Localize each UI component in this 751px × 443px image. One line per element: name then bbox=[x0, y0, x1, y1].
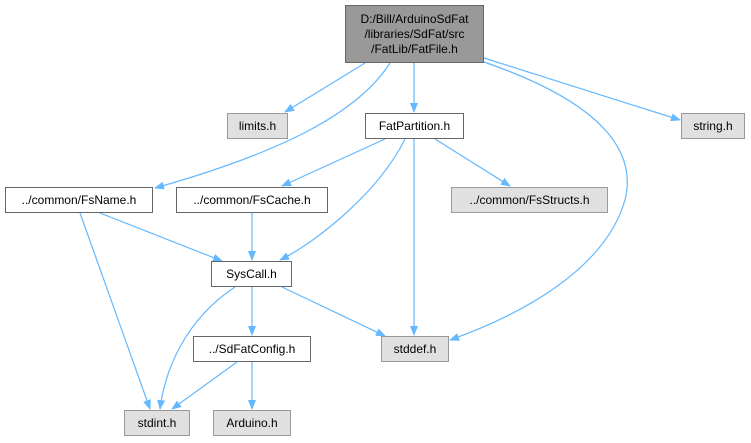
edge-root-stddef bbox=[449, 61, 628, 341]
edge-root-string bbox=[483, 57, 681, 122]
edge-fatpartition-fscache bbox=[281, 138, 386, 187]
edge-syscall-stdint bbox=[157, 286, 236, 410]
node-fatpartition-h[interactable]: FatPartition.h bbox=[365, 113, 464, 139]
edge-root-limits bbox=[284, 62, 366, 113]
node-fsname-h[interactable]: ../common/FsName.h bbox=[5, 187, 153, 213]
node-stddef-h[interactable]: stddef.h bbox=[381, 336, 449, 362]
edge-sdfatconfig-stdint bbox=[171, 361, 238, 410]
node-stdint-h[interactable]: stdint.h bbox=[124, 410, 190, 436]
node-limits-h[interactable]: limits.h bbox=[227, 113, 288, 139]
node-sdfatconfig-h[interactable]: ../SdFatConfig.h bbox=[193, 336, 311, 362]
node-syscall-h[interactable]: SysCall.h bbox=[211, 261, 292, 287]
node-string-h[interactable]: string.h bbox=[681, 113, 745, 139]
edge-fsname-syscall bbox=[99, 212, 223, 262]
node-fatfile-h[interactable]: D:/Bill/ArduinoSdFat /libraries/SdFat/sr… bbox=[345, 5, 484, 63]
edge-fatpartition-syscall bbox=[279, 138, 406, 261]
edge-fsname-stdint bbox=[79, 212, 151, 410]
node-fsstructs-h[interactable]: ../common/FsStructs.h bbox=[451, 187, 608, 213]
edge-syscall-stddef bbox=[281, 286, 386, 337]
edge-root-fsname bbox=[154, 62, 391, 190]
edge-fatpartition-fsstructs bbox=[434, 138, 511, 187]
node-fscache-h[interactable]: ../common/FsCache.h bbox=[176, 187, 328, 213]
node-arduino-h[interactable]: Arduino.h bbox=[213, 410, 291, 436]
